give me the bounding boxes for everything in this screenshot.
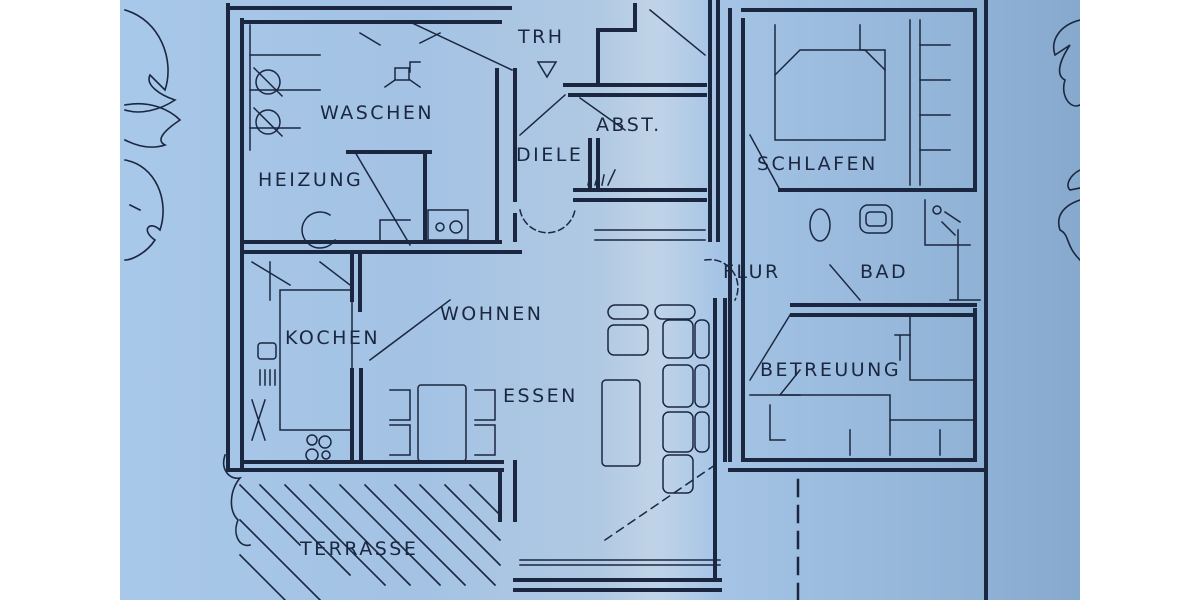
terrasse-hatching [238,483,502,600]
plant-right-icon [1053,19,1080,262]
room-label-diele: DIELE [516,144,584,166]
room-label-kochen: KOCHEN [285,327,381,349]
room-label-waschen: WASCHEN [320,102,435,124]
room-label-trh: TRH [518,26,565,48]
floorplan-drawing [123,0,1080,600]
floorplan-photo: WASCHEN HEIZUNG TRH ABST. DIELE SCHLAFEN… [120,0,1080,600]
room-label-terrasse: TERRASSE [300,538,419,560]
plant-left-icon [123,9,251,547]
room-label-heizung: HEIZUNG [258,169,364,191]
room-label-flur: FLUR [723,261,781,283]
paper-fold-highlight [600,0,720,600]
room-label-betreuung: BETREUUNG [760,359,902,381]
room-label-wohnen: WOHNEN [440,303,544,325]
room-label-bad: BAD [860,261,909,283]
room-label-schlafen: SCHLAFEN [757,153,878,175]
room-label-essen: ESSEN [503,385,578,407]
room-label-abst: ABST. [596,114,662,136]
